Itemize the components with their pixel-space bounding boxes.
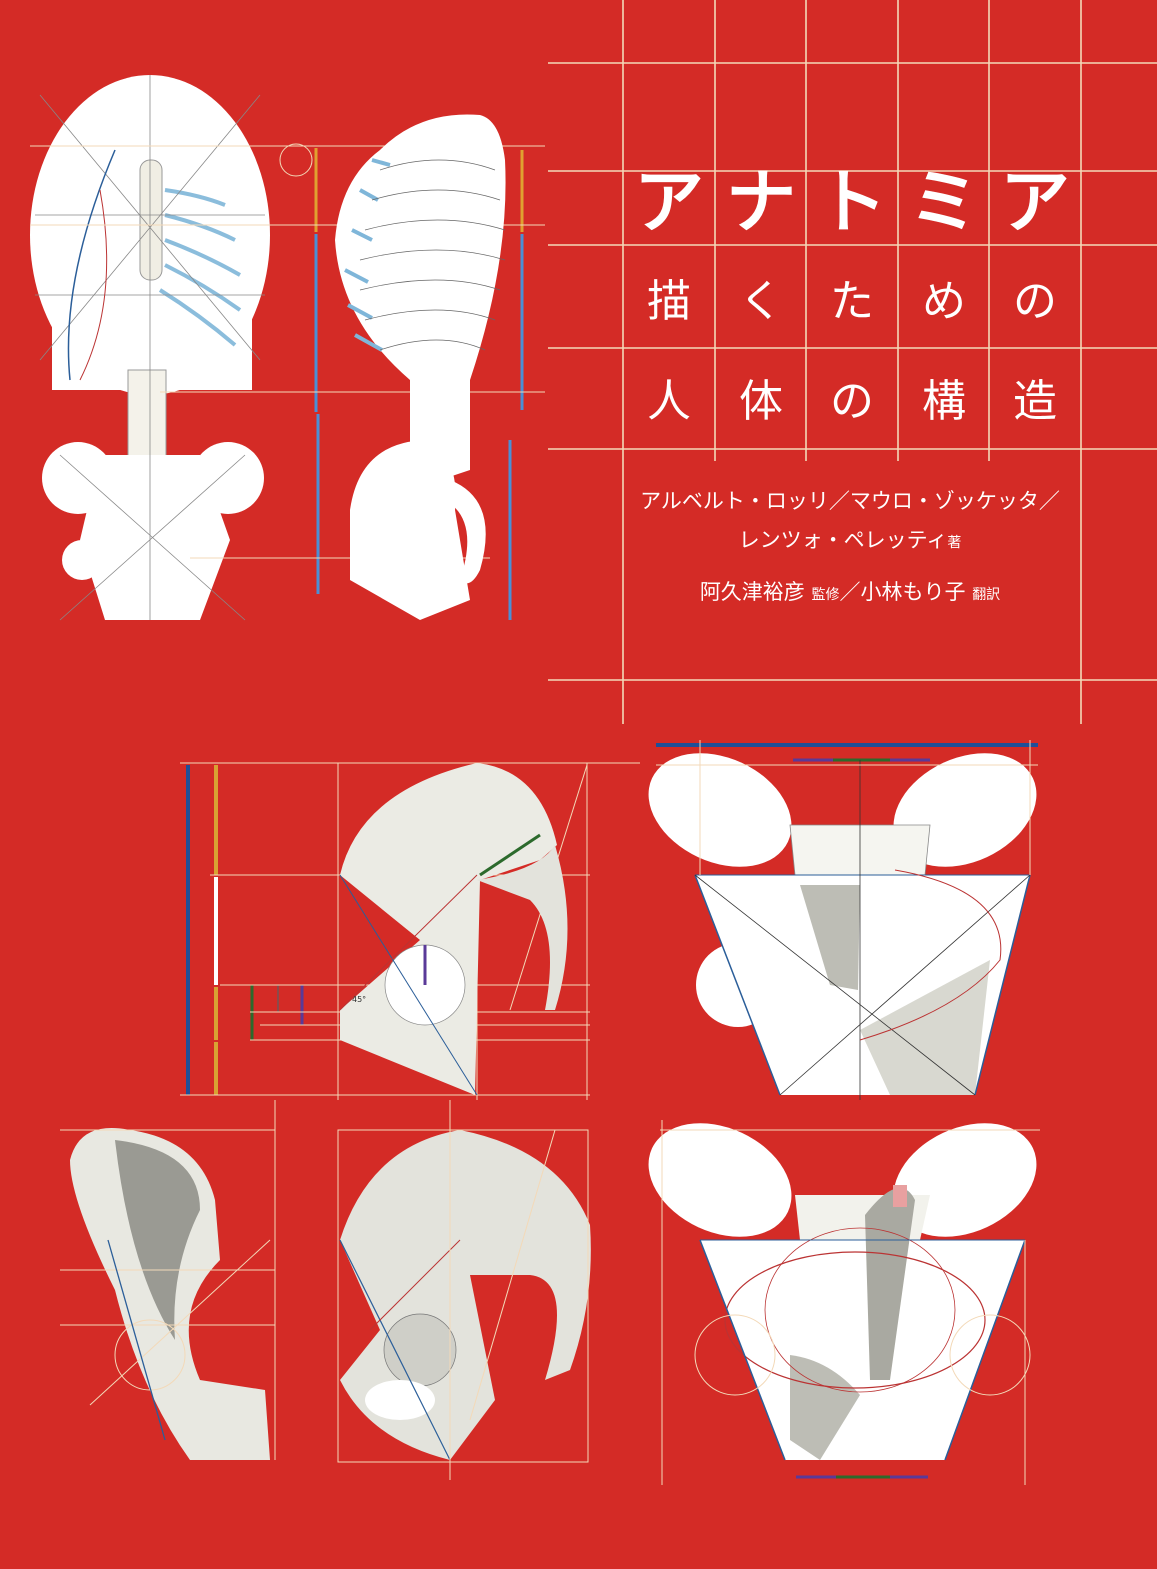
pelvis-oblique-drawing	[60, 1100, 276, 1460]
subtitle-char: の	[830, 376, 874, 427]
supervisor-name: 阿久津裕彦	[699, 580, 805, 604]
title-char-2: ナ	[726, 160, 796, 243]
title-char-4: ミ	[909, 160, 979, 243]
thorax-front-drawing	[30, 75, 313, 621]
author-role: 著	[947, 535, 962, 551]
subtitle-char: 造	[1013, 376, 1057, 427]
pelvis-front-detailed-drawing	[648, 1120, 1040, 1485]
credit-separator: ／	[839, 580, 861, 604]
subtitle-char: 構	[922, 376, 966, 427]
title-char-5: ア	[1000, 160, 1070, 243]
title-char-3: ト	[817, 160, 887, 243]
angle-annotation: 45°	[352, 995, 366, 1004]
title-grid	[548, 0, 1157, 724]
subtitle-char: 人	[647, 376, 691, 427]
supervisor-role: 監修	[811, 587, 840, 603]
author-name: レンツォ・ペレッティ	[738, 528, 948, 552]
authors-line-2: レンツォ・ペレッティ著	[610, 524, 1090, 554]
subtitle-char: く	[739, 276, 783, 327]
title-char-1: ア	[634, 160, 704, 243]
subtitle-char: 体	[739, 376, 783, 427]
authors-line-1: アルベルト・ロッリ／マウロ・ゾッケッタ／	[640, 489, 1060, 513]
thorax-side-drawing	[335, 114, 506, 620]
subtitle-char: の	[1013, 276, 1057, 327]
subtitle-char: た	[830, 276, 874, 327]
supervisor-translator-line: 阿久津裕彦 監修／小林もり子 翻訳	[610, 576, 1090, 606]
subtitle-char: 描	[647, 276, 691, 327]
pelvis-lateral-drawing	[337, 1100, 591, 1480]
translator-role: 翻訳	[972, 587, 1001, 603]
subtitle-char: め	[922, 276, 966, 327]
pelvis-side-construction	[180, 762, 640, 1100]
pelvis-front-construction	[648, 740, 1038, 1100]
translator-name: 小林もり子	[860, 580, 966, 604]
